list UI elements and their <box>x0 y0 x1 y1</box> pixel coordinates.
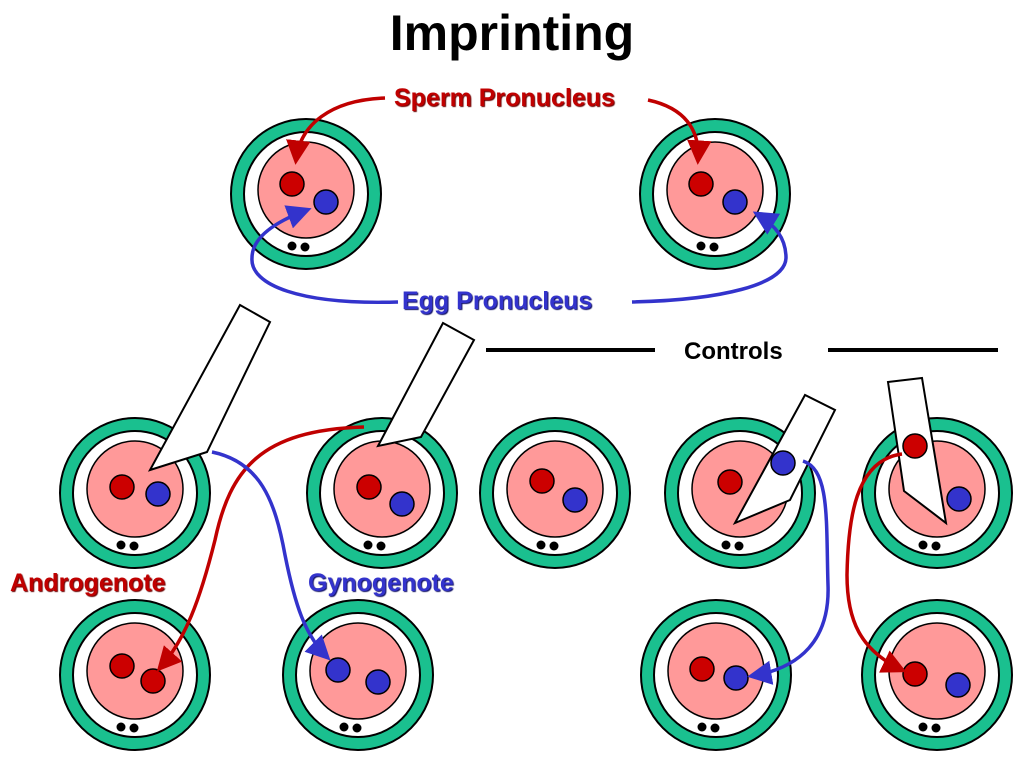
polar-body <box>549 541 559 551</box>
egg-pronucleus <box>722 189 748 215</box>
egg-arrow-left <box>250 205 399 305</box>
sperm-pronucleus <box>688 171 714 197</box>
sperm-pronucleus <box>279 171 305 197</box>
egg-pronucleus <box>945 672 971 698</box>
polar-body <box>709 242 719 252</box>
polar-body <box>339 722 349 732</box>
sperm-pronucleus <box>902 661 928 687</box>
polar-body <box>376 541 386 551</box>
polar-body <box>352 723 362 733</box>
egg-pronucleus <box>723 665 749 691</box>
androgenote-label: Androgenote <box>10 569 166 597</box>
egg-pronucleus <box>313 189 339 215</box>
egg-arrow-right <box>631 211 788 304</box>
polar-body <box>300 242 310 252</box>
cytoplasm <box>333 440 431 538</box>
egg-pronucleus <box>946 486 972 512</box>
egg-pronucleus <box>145 481 171 507</box>
sperm-pronucleus-label: Sperm Pronucleus <box>394 84 615 112</box>
polar-body <box>931 541 941 551</box>
polar-body <box>931 723 941 733</box>
polar-body <box>696 241 706 251</box>
control-intact-zygote <box>479 417 631 569</box>
embryo-cells <box>59 118 1013 751</box>
polar-body <box>710 723 720 733</box>
cytoplasm <box>506 440 604 538</box>
polar-body <box>918 540 928 550</box>
polar-body <box>287 241 297 251</box>
sperm-pronucleus <box>109 474 135 500</box>
polar-body <box>536 540 546 550</box>
sperm-pronucleus <box>356 474 382 500</box>
sperm-pronucleus <box>717 469 743 495</box>
control-result-2 <box>861 599 1013 751</box>
polar-body <box>734 541 744 551</box>
control-egg-arrow <box>747 459 830 685</box>
polar-body <box>116 722 126 732</box>
sperm-pronucleus <box>109 653 135 679</box>
polar-body <box>363 540 373 550</box>
egg-pronucleus <box>389 491 415 517</box>
sperm-pronucleus <box>140 668 166 694</box>
cytoplasm <box>86 622 184 720</box>
polar-body <box>129 723 139 733</box>
egg-pronucleus-in-pipette <box>770 450 796 476</box>
pipette-1 <box>147 303 272 472</box>
cytoplasm <box>666 141 764 239</box>
egg-pronucleus <box>365 669 391 695</box>
controls-label: Controls <box>684 338 783 365</box>
pipette-2 <box>376 321 476 448</box>
polar-body <box>129 541 139 551</box>
sperm-pronucleus <box>689 656 715 682</box>
polar-body <box>697 722 707 732</box>
sperm-pronucleus-in-pipette <box>902 433 928 459</box>
transfer-arrows <box>156 96 907 685</box>
sperm-arrow-right <box>647 98 712 165</box>
top-right-zygote <box>639 118 791 270</box>
polar-body <box>721 540 731 550</box>
sperm-pronucleus <box>529 468 555 494</box>
control-result-1 <box>640 599 792 751</box>
page-title: Imprinting <box>389 5 635 61</box>
cytoplasm <box>667 622 765 720</box>
sperm-transfer-arrow <box>156 425 365 672</box>
polar-body <box>116 540 126 550</box>
egg-pronucleus-label: Egg Pronucleus <box>402 287 593 315</box>
gynogenote-label: Gynogenote <box>308 569 454 597</box>
egg-pronucleus <box>562 487 588 513</box>
cytoplasm <box>257 141 355 239</box>
control-sperm-arrow <box>845 452 907 673</box>
egg-pronucleus <box>325 657 351 683</box>
mid-zygote-2 <box>306 417 458 569</box>
polar-body <box>918 722 928 732</box>
cytoplasm <box>309 622 407 720</box>
micropipettes <box>147 303 948 526</box>
sperm-arrow-left <box>286 96 386 165</box>
egg-transfer-arrow <box>211 450 331 661</box>
